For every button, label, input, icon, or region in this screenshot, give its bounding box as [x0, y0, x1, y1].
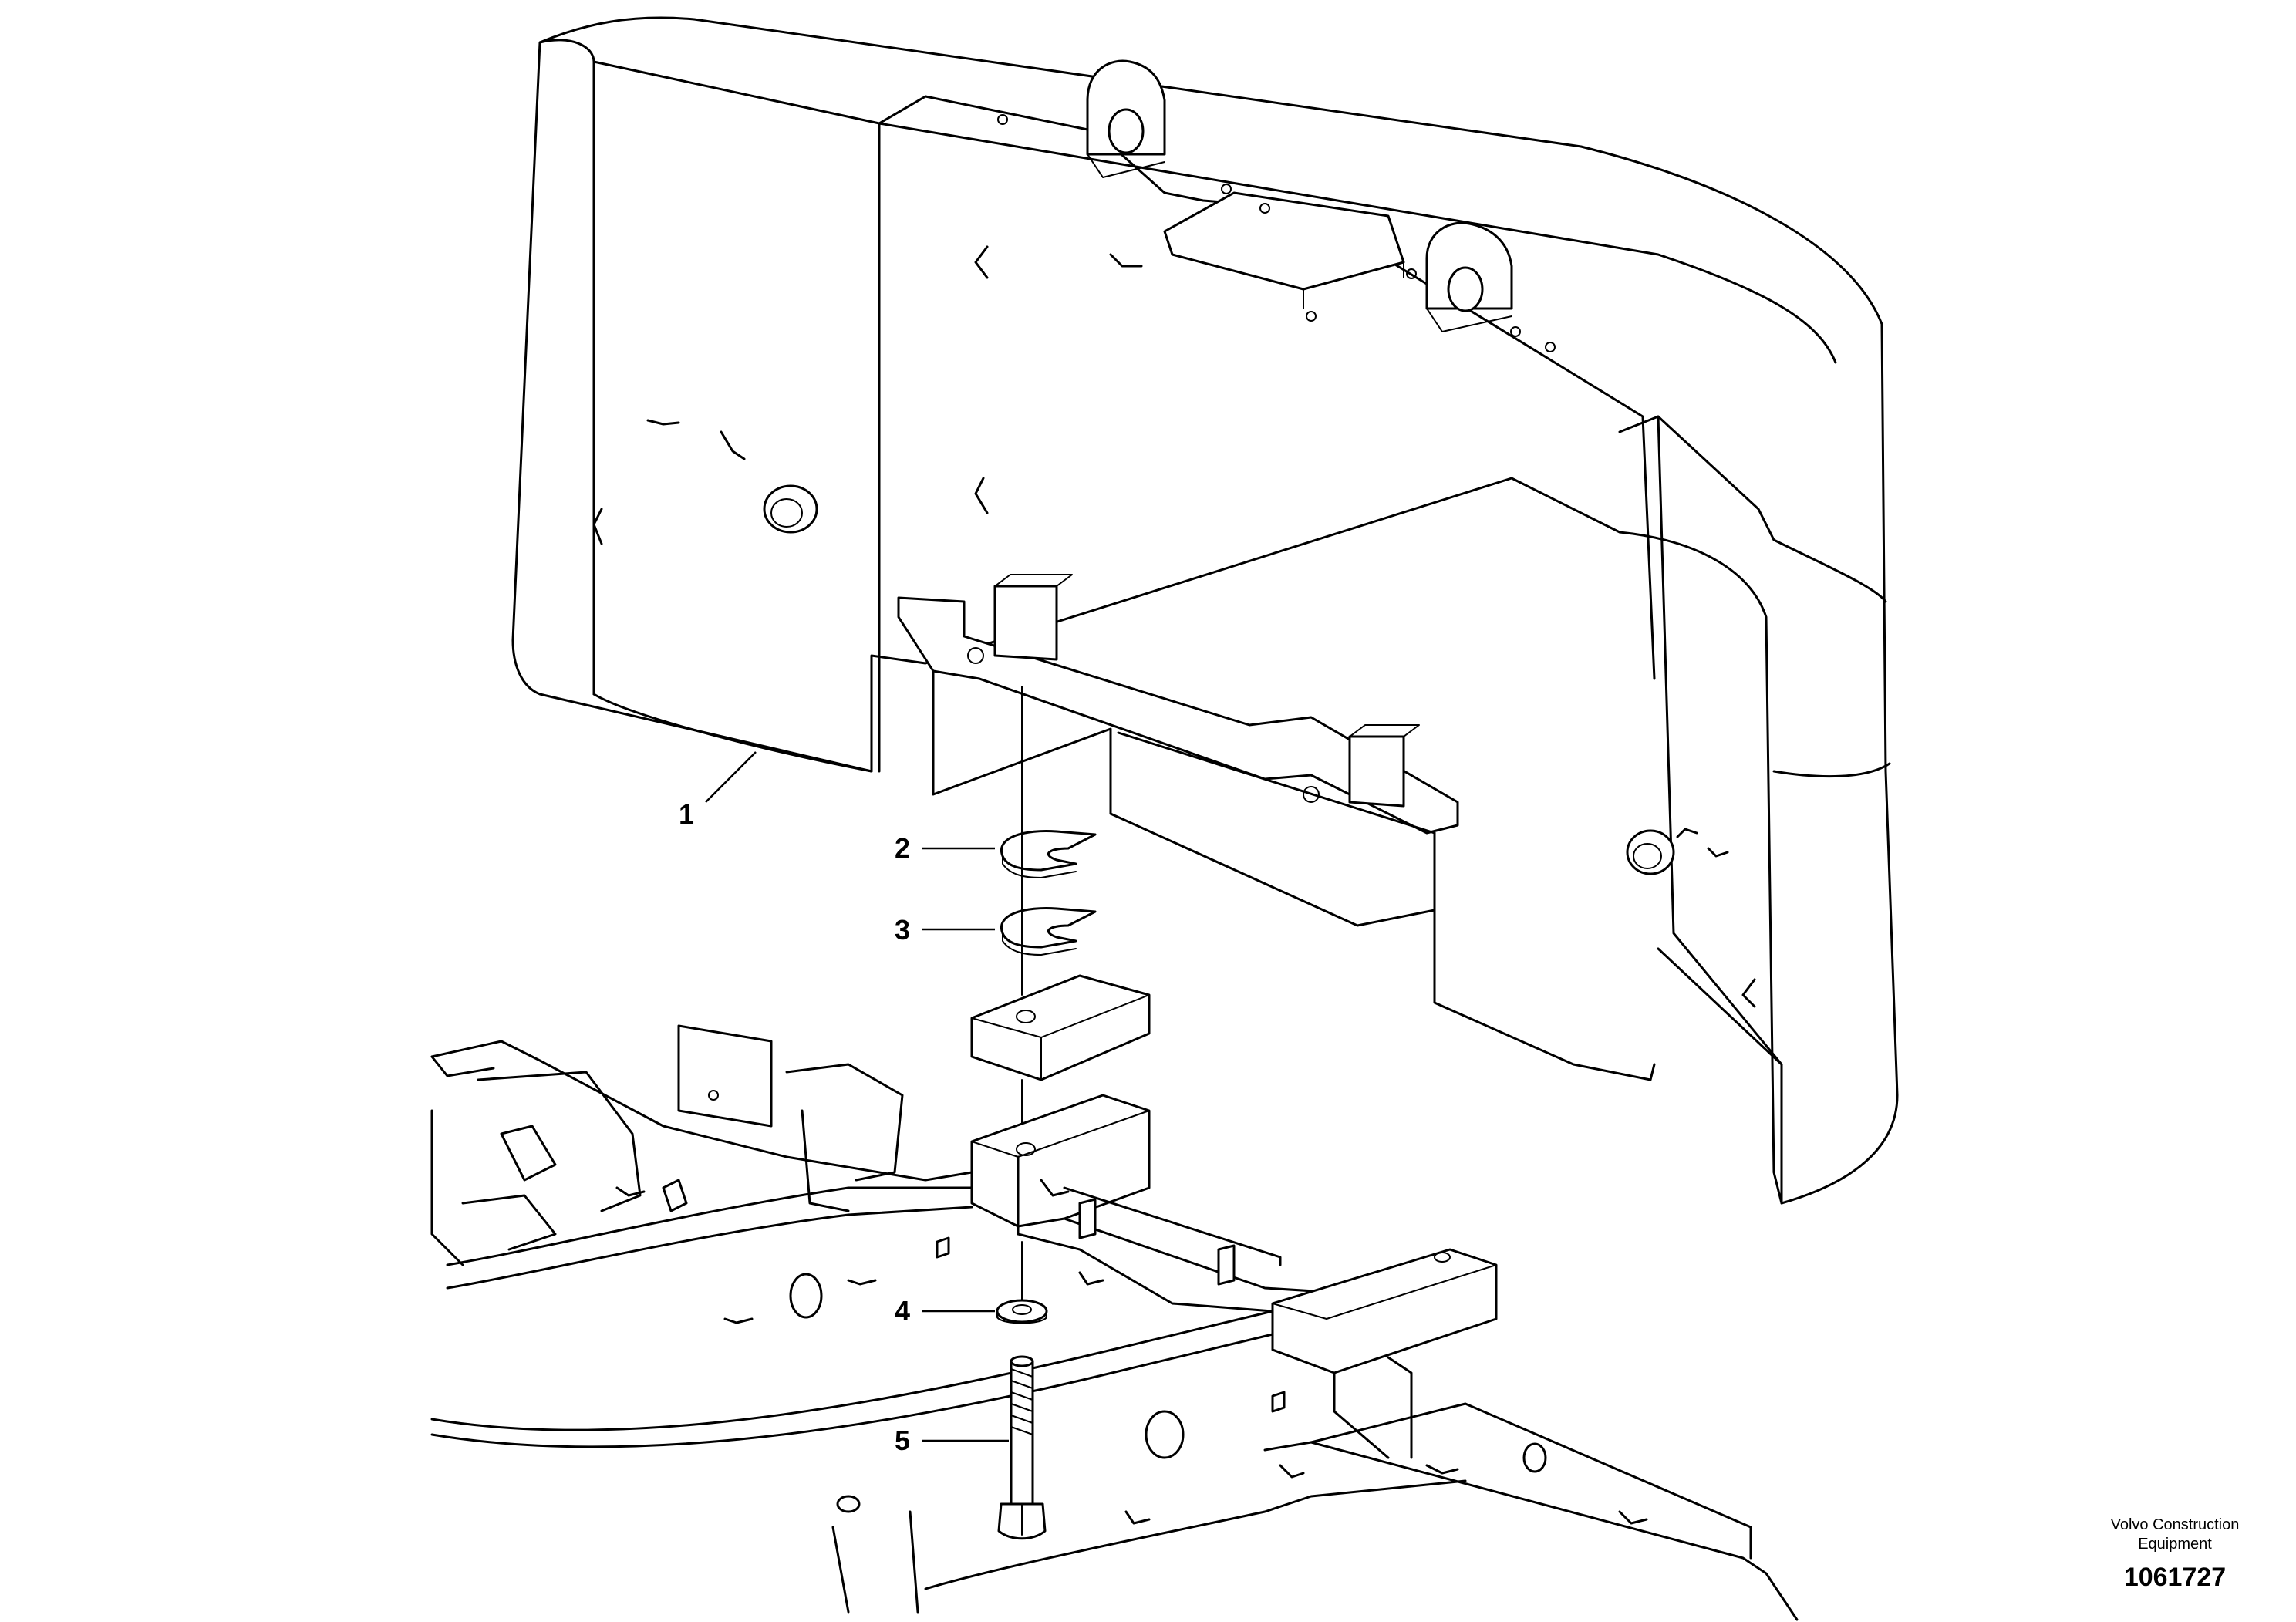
callout-label-1: 1	[679, 798, 694, 830]
shim-2	[1000, 830, 1097, 878]
surface-chevrons	[592, 245, 1756, 1008]
callout-5: 5	[895, 1425, 1009, 1456]
counterweight	[511, 16, 1899, 1205]
machine-frame	[430, 1024, 1799, 1621]
credit-line-2: Equipment	[2138, 1536, 2212, 1553]
bolt-5	[997, 1355, 1047, 1540]
callout-2: 2	[895, 832, 995, 864]
front-socket-right	[1626, 829, 1675, 875]
callout-label-5: 5	[895, 1425, 910, 1456]
callout-label-3: 3	[895, 914, 910, 946]
callout-1: 1	[679, 751, 757, 830]
washer-4	[996, 1299, 1048, 1324]
spacer-block	[970, 974, 1151, 1081]
callout-4: 4	[895, 1295, 995, 1327]
front-socket-left	[763, 484, 818, 534]
callout-3: 3	[895, 914, 995, 946]
top-bolt-holes	[997, 114, 1556, 352]
figure-number: 1061727	[2124, 1563, 2226, 1592]
callout-label-2: 2	[895, 832, 910, 864]
lifting-lug-left	[1086, 59, 1166, 178]
credit-line-1: Volvo Construction	[2111, 1516, 2240, 1533]
shim-3	[1000, 907, 1097, 956]
callout-label-4: 4	[895, 1295, 910, 1327]
lifting-lug-right	[1425, 221, 1513, 332]
figure-footer: Volvo Construction Equipment 1061727	[2111, 1516, 2240, 1592]
mounting-rail	[897, 574, 1656, 1081]
